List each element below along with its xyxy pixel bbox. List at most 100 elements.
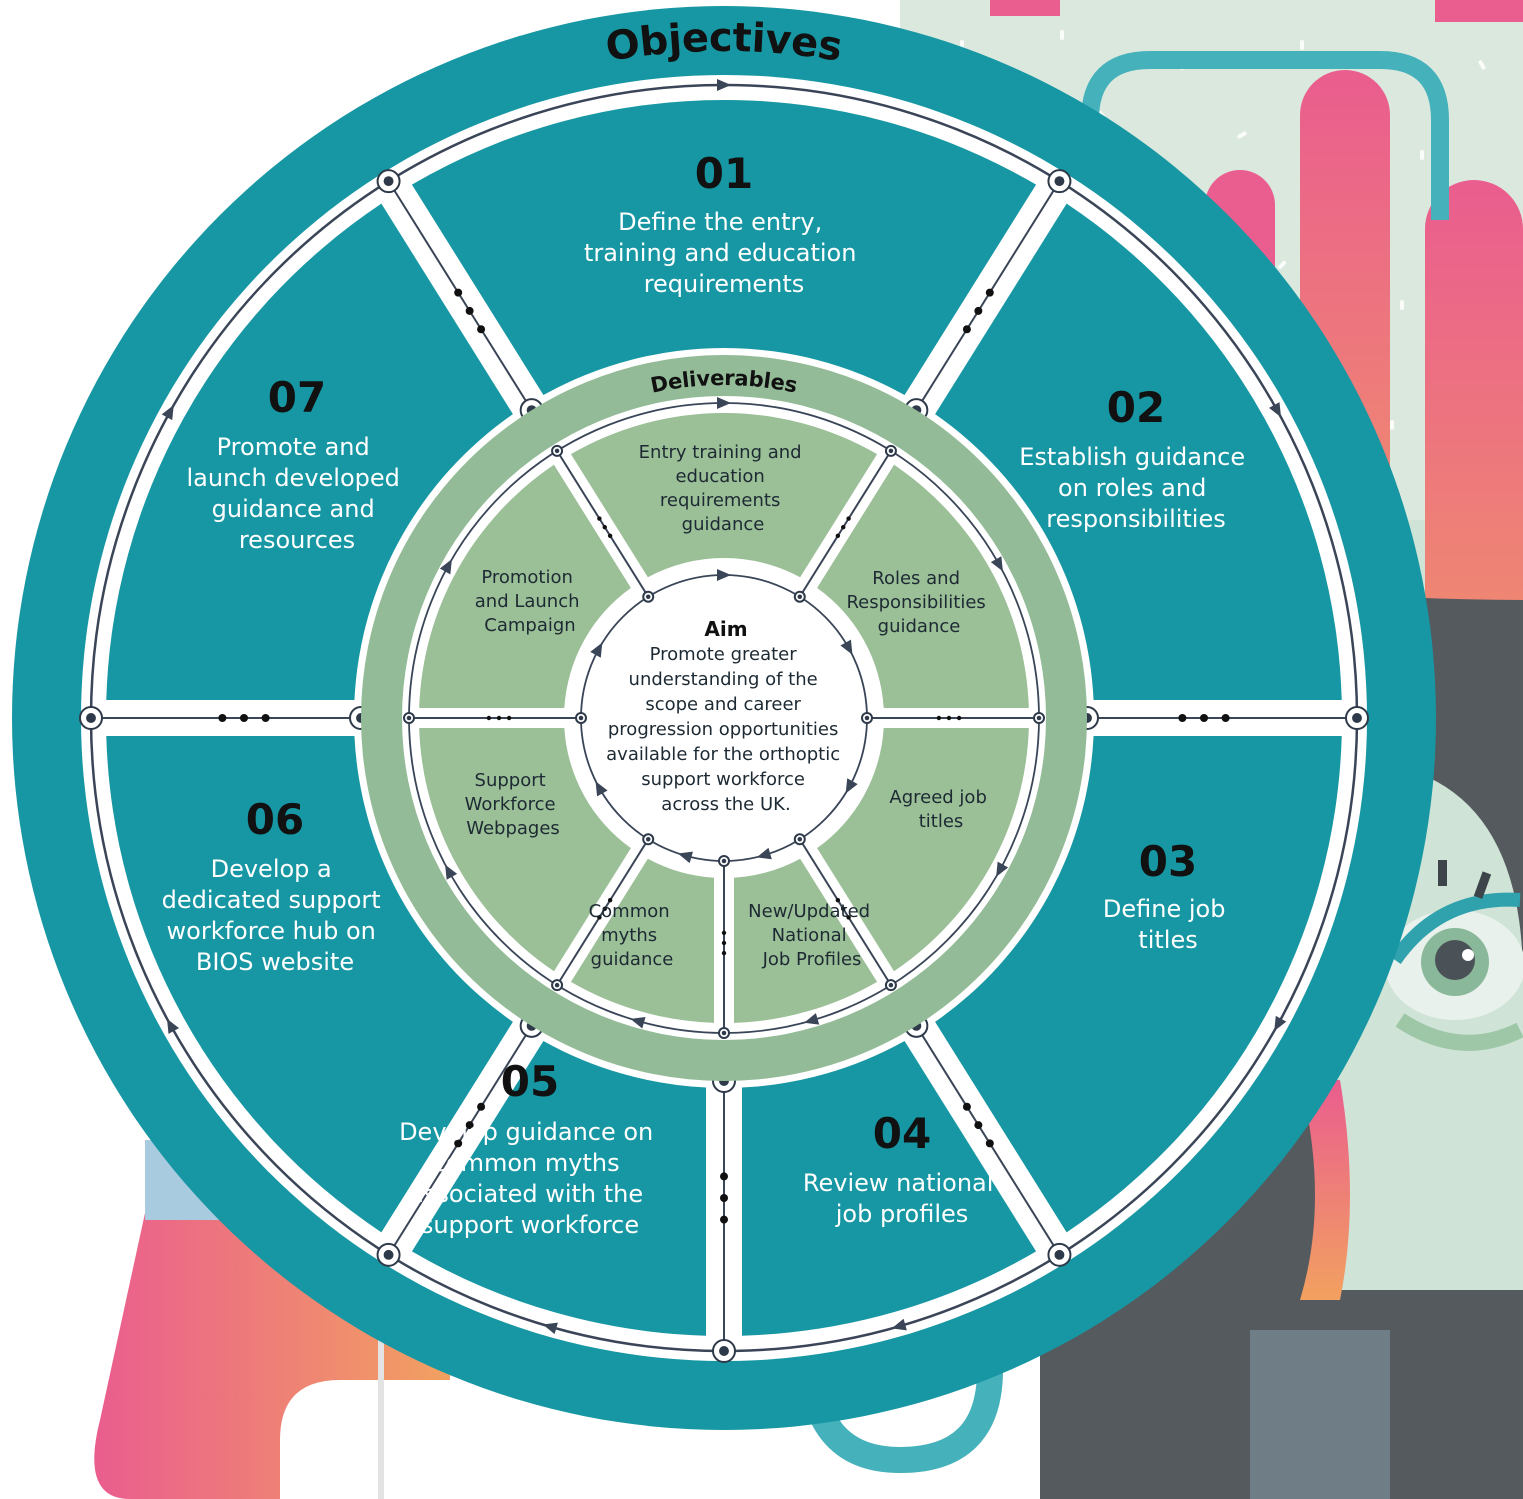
deliverable-spoke-dot <box>506 715 512 721</box>
deliverable-segment <box>733 858 878 1023</box>
objective-4: 04 Review national job profiles <box>803 1109 994 1228</box>
deliverable-spoke-dot <box>721 950 727 956</box>
deliverable-spoke-dot <box>496 715 502 721</box>
deliverable-arrow <box>439 559 452 575</box>
objective-6-number: 06 <box>246 795 304 844</box>
aim-arrow <box>595 781 608 797</box>
deliverable-node-dot <box>1036 715 1042 721</box>
objective-3-number: 03 <box>1139 837 1197 886</box>
objective-arrow <box>1274 1015 1287 1032</box>
objective-spoke-dot <box>454 1139 463 1148</box>
objective-1-text: Define the entry, training and education… <box>584 208 864 298</box>
objective-spoke-dot <box>1178 714 1187 722</box>
objective-2-number: 02 <box>1107 383 1165 432</box>
bg-eye-lid <box>1389 892 1521 965</box>
deliverable-arrow <box>990 556 1003 572</box>
deliverable-spoke-dot <box>936 715 942 721</box>
deliverable-segment <box>570 413 878 578</box>
deliverable-7-text: Promotion and Launch Campaign <box>475 567 586 636</box>
deliverable-spoke-dot <box>841 906 846 912</box>
objective-spoke-dot <box>974 306 983 315</box>
objective-spoke-dot <box>1221 714 1230 722</box>
objective-spoke-dot <box>218 714 227 722</box>
objective-6: 06 Develop a dedicated support workforce… <box>162 795 389 976</box>
objective-arrow <box>891 1318 907 1331</box>
aim-arrow <box>717 569 731 581</box>
objective-spoke-dot <box>261 714 270 722</box>
deliverable-5-text: Common myths guidance <box>589 901 676 970</box>
bg-eye-glint <box>1462 949 1474 961</box>
deliverable-arrow <box>996 861 1009 877</box>
objective-1: 01 Define the entry, training and educat… <box>584 149 864 298</box>
objective-3: 03 Define job titles <box>1103 837 1233 954</box>
deliverable-spoke-dot <box>721 930 727 936</box>
objective-spoke-dot <box>962 325 971 334</box>
deliverable-spoke-dot <box>956 715 962 721</box>
objective-spoke-dot <box>720 1215 728 1224</box>
objective-1-number: 01 <box>695 149 753 198</box>
bg-teal-loop <box>1081 51 1449 220</box>
objective-5-text: Develop guidance on common myths associa… <box>399 1118 661 1239</box>
deliverable-node-dot <box>721 858 727 864</box>
objective-arrow <box>542 1322 558 1335</box>
objective-arrow <box>1268 402 1282 418</box>
deliverable-segment <box>419 464 631 709</box>
objective-spoke-dot <box>477 325 486 334</box>
deliverable-node-dot <box>578 715 584 721</box>
deliverable-segment <box>419 727 631 972</box>
bg-pink-tab-2 <box>1435 0 1523 22</box>
aim-arrow <box>845 778 858 794</box>
objective-arrow <box>166 1018 180 1034</box>
deliverable-segment <box>817 464 1029 709</box>
objective-spoke-dot <box>985 288 994 297</box>
objective-3-text: Define job titles <box>1103 895 1233 954</box>
objective-7-number: 07 <box>268 373 326 422</box>
objective-6-text: Develop a dedicated support workforce hu… <box>162 855 389 976</box>
deliverable-spoke-dot <box>607 533 613 538</box>
deliverable-4-text: New/Updated National Job Profiles <box>748 901 876 970</box>
bg-white-arch <box>280 1380 450 1499</box>
deliverable-spoke-dot <box>835 898 841 903</box>
objective-spoke-dot <box>720 1172 728 1181</box>
objective-spoke-dot <box>465 1121 474 1130</box>
bg-lash-1 <box>1438 860 1447 886</box>
deliverable-track-arrows <box>439 397 1009 1029</box>
deliverable-spoke-dot <box>841 524 846 530</box>
deliverable-spoke-dot <box>597 915 602 920</box>
deliverable-spoke-line <box>798 450 892 598</box>
deliverable-node-dot <box>864 715 870 721</box>
aim-arrow <box>840 639 853 655</box>
objective-2: 02 Establish guidance on roles and respo… <box>1019 383 1253 533</box>
objective-arrow <box>717 79 731 91</box>
bg-eye-under <box>1395 1013 1523 1051</box>
objective-spoke-dot <box>985 1139 994 1148</box>
deliverable-node-dot <box>645 837 651 842</box>
deliverable-spoke-line <box>556 838 650 986</box>
aim-arrow <box>677 851 693 864</box>
deliverable-spokes <box>403 444 1045 1039</box>
deliverable-spoke-dot <box>486 715 492 721</box>
objective-segment <box>411 1040 707 1336</box>
objective-spoke-dot <box>1200 714 1208 722</box>
deliverable-node-dot <box>645 594 651 599</box>
deliverable-node-dot <box>797 594 803 599</box>
objective-arrow <box>161 404 174 421</box>
objective-2-text: Establish guidance on roles and responsi… <box>1019 443 1253 533</box>
deliverable-2-text: Roles and Responsibilities guidance <box>846 568 991 637</box>
deliverable-arrow <box>630 1016 646 1029</box>
deliverable-spoke-line <box>556 450 650 598</box>
aim-white-disc <box>574 568 874 868</box>
objective-segments <box>106 100 1342 1336</box>
deliverable-spoke-dot <box>597 516 602 521</box>
deliverable-arrow <box>445 864 458 880</box>
deliverable-arrow <box>804 1013 820 1025</box>
deliverable-spoke-dot <box>602 906 607 912</box>
objective-5: 05 Develop guidance on common myths asso… <box>399 1057 661 1239</box>
objective-segment <box>741 1040 1037 1336</box>
deliverable-spoke-line <box>798 838 892 986</box>
deliverable-6-text: Support Workforce Webpages <box>465 770 562 839</box>
bg-grey-rule <box>378 1300 384 1499</box>
bg-textured-block <box>1250 1330 1390 1499</box>
aim-panel: Aim Promote greater understanding of the… <box>606 617 840 815</box>
